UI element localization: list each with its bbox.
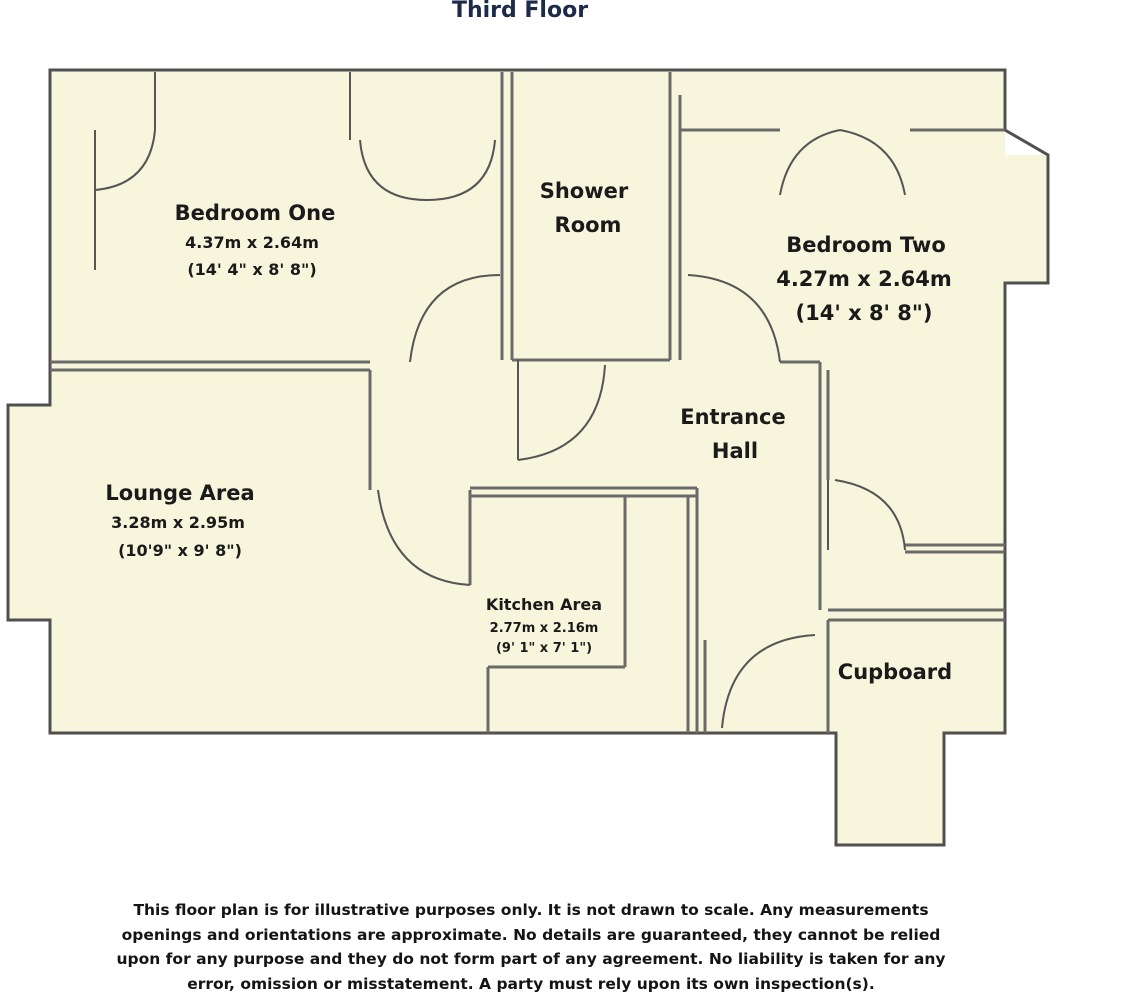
floor-plan: Bedroom One 4.37m x 2.64m (14' 4" x 8' 8… — [6, 68, 1050, 847]
kitchen-area-label: Kitchen Area — [486, 595, 602, 614]
bedroom-one-metric: 4.37m x 2.64m — [185, 233, 319, 252]
lounge-area-label: Lounge Area — [105, 481, 254, 505]
kitchen-area-imperial: (9' 1" x 7' 1") — [496, 641, 592, 656]
lounge-area-metric: 3.28m x 2.95m — [111, 513, 245, 532]
bedroom-two-metric: 4.27m x 2.64m — [776, 267, 952, 291]
kitchen-area-metric: 2.77m x 2.16m — [490, 621, 599, 636]
entrance-hall-label-line1: Entrance — [680, 405, 786, 429]
disclaimer-text: This floor plan is for illustrative purp… — [116, 901, 946, 993]
bedroom-two-imperial: (14' x 8' 8") — [796, 301, 933, 325]
bedroom-two-label: Bedroom Two — [786, 233, 946, 257]
cupboard-label: Cupboard — [838, 660, 952, 684]
bedroom-one-imperial: (14' 4" x 8' 8") — [187, 260, 316, 279]
lounge-area-imperial: (10'9" x 9' 8") — [118, 541, 242, 560]
bedroom-one-label: Bedroom One — [175, 201, 336, 225]
entrance-hall-label-line2: Hall — [712, 439, 758, 463]
shower-room-label-line1: Shower — [540, 179, 629, 203]
shower-room-label-line2: Room — [555, 213, 622, 237]
page-title: Third Floor — [451, 0, 589, 23]
